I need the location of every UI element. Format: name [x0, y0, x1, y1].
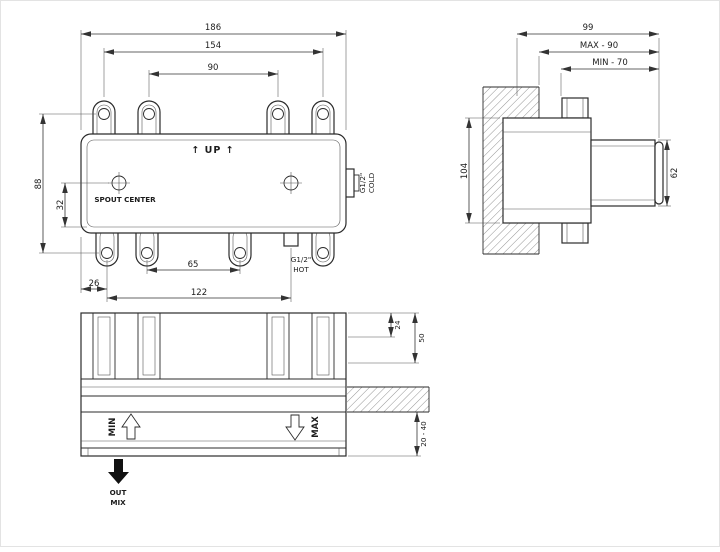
side-dim-min: MIN - 70: [560, 58, 659, 96]
min-label: MIN: [108, 418, 118, 437]
front-dim-bottom-span: 122: [107, 248, 292, 302]
dim-label: 88: [34, 179, 44, 190]
side-cylinder-cap: [654, 141, 664, 205]
out-mix-arrow-icon: [108, 459, 129, 484]
side-dim-body-height: 104: [460, 117, 500, 224]
spout-center-label: SPOUT CENTER: [94, 195, 156, 204]
front-dim-spout-offset: 32: [56, 182, 109, 228]
dim-label: 154: [205, 41, 221, 51]
dim-label: 186: [205, 23, 221, 33]
cold-label: COLD: [367, 172, 376, 193]
hot-label: HOT: [293, 265, 309, 274]
bottom-body: [80, 312, 347, 457]
bottom-wall-hatch: [347, 386, 430, 413]
dim-label: 104: [460, 163, 470, 179]
dim-label: 24: [393, 320, 402, 330]
front-dim-total-width: 186: [80, 23, 347, 130]
side-dim-depth: 99: [516, 23, 660, 138]
front-dim-left-offset: 26: [80, 237, 108, 302]
dim-label: MIN - 70: [592, 58, 628, 68]
hot-connection-stub: [283, 231, 299, 247]
outlet-label-line2: MIX: [110, 498, 126, 507]
dim-label: 20 - 40: [419, 421, 428, 447]
front-dim-outer-holes: 154: [103, 41, 324, 97]
hot-connection-label: G1/2" HOT: [291, 255, 311, 274]
side-dim-diameter: 62: [658, 139, 680, 207]
dim-label: 50: [417, 333, 426, 343]
valve-body-inner-panel: [86, 139, 341, 228]
max-label: MAX: [311, 416, 321, 438]
side-tab-blocks: [561, 97, 589, 244]
front-dim-height: 88: [34, 113, 99, 254]
side-view: 99 MAX - 90 MIN - 70 104 62: [460, 23, 680, 255]
bottom-dim-tab-depth: 24: [348, 312, 419, 338]
cold-connection-step: [353, 174, 360, 192]
dim-label: 122: [191, 288, 207, 298]
front-dim-inner-bottom: 65: [146, 260, 241, 274]
spout-center-mark: [108, 172, 130, 194]
up-label: ↑ UP ↑: [191, 145, 234, 156]
outlet-label-line1: OUT: [110, 488, 127, 497]
side-dim-max: MAX - 90: [538, 41, 659, 85]
bottom-dim-body-depth: 50: [348, 313, 426, 364]
valve-body: [80, 133, 347, 234]
bottom-dim-wall-thickness: 20 - 40: [348, 412, 428, 457]
wall-hatch: [482, 86, 540, 255]
min-up-arrow-icon: [121, 413, 141, 440]
bottom-view: MIN MAX 24 50 20 - 40 OUT MIX: [80, 312, 430, 507]
cold-connection-label: G1/2" COLD: [358, 172, 376, 193]
front-dim-inner-holes: 90: [148, 63, 279, 97]
hot-thread-label: G1/2": [291, 255, 311, 264]
dim-label: 62: [670, 168, 680, 179]
side-body: [502, 117, 592, 224]
max-down-arrow-icon: [285, 414, 305, 441]
side-cylinder: [590, 139, 656, 207]
dim-label: 32: [56, 200, 66, 211]
dim-label: 90: [208, 63, 219, 73]
dim-label: 26: [89, 279, 100, 289]
dim-label: 65: [188, 260, 199, 270]
outlet-center-mark: [280, 172, 302, 194]
dim-label: 99: [583, 23, 594, 33]
dim-label: MAX - 90: [580, 41, 618, 51]
cold-thread-label: G1/2": [358, 173, 367, 193]
front-view: ↑ UP ↑ SPOUT CENTER 186 154 90 8: [34, 23, 376, 302]
